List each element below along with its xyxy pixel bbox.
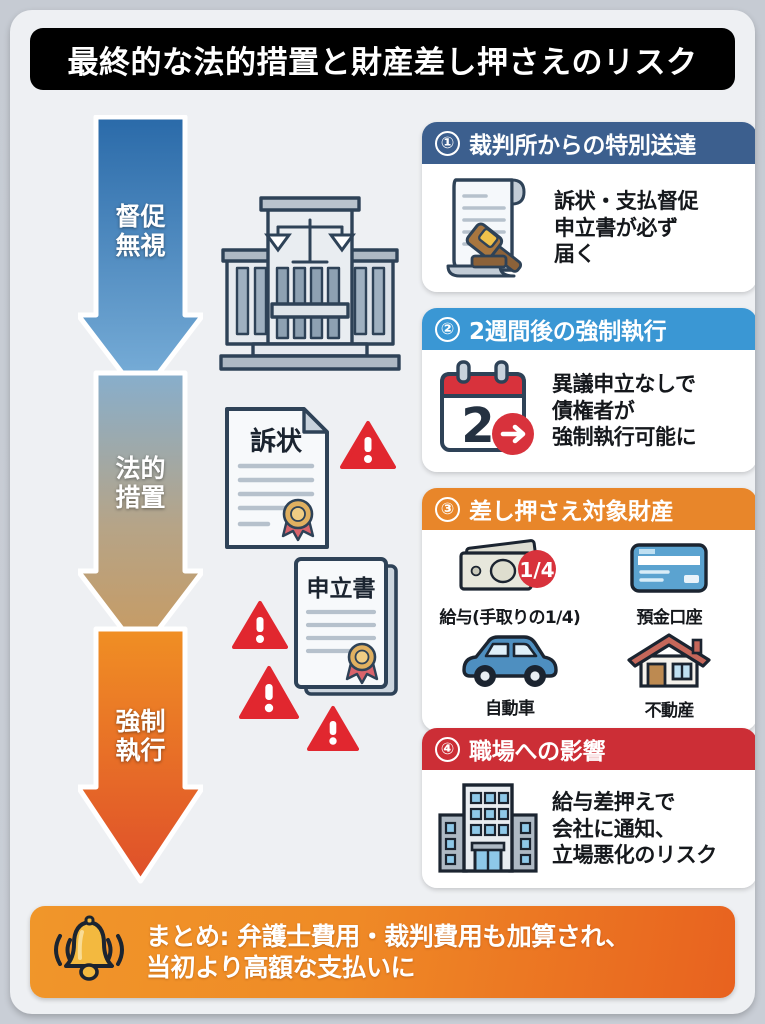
flow-arrow-segment-3 <box>75 626 206 884</box>
card-4-text: 給与差押えで 会社に通知、 立場悪化のリスク <box>552 789 717 870</box>
asset-car[interactable]: 自動車 <box>430 632 590 721</box>
summary-text-line1: まとめ: 弁護士費用・裁判費用も加算され、 <box>146 922 630 951</box>
bell-icon <box>46 914 132 990</box>
card-4-header: ④ 職場への影響 <box>422 728 755 770</box>
document-sojo: 訴状 <box>222 404 340 552</box>
card-3-header: ③ 差し押さえ対象財産 <box>422 488 755 530</box>
flow-arrow-segment-2 <box>75 370 206 656</box>
card-4-text-line3: 立場悪化のリスク <box>552 843 717 868</box>
card-2[interactable]: ② 2週間後の強制執行 2 <box>422 308 755 472</box>
warning-icon <box>238 665 300 720</box>
warning-icon <box>340 420 396 470</box>
card-2-text-line3: 強制執行可能に <box>552 425 697 450</box>
calendar-arrow-icon: 2 <box>434 358 542 464</box>
salary-fraction-badge: 1/4 <box>519 558 554 582</box>
card-2-header: ② 2週間後の強制執行 <box>422 308 755 350</box>
car-icon <box>456 632 564 692</box>
card-1-text-line1: 訴状・支払督促 <box>554 188 699 213</box>
warning-icon <box>232 600 288 650</box>
asset-car-label: 自動車 <box>485 699 535 719</box>
flow-arrow: 督促 無視 法的 措置 強制 執行 <box>75 114 206 885</box>
card-4-text-line1: 給与差押えで <box>552 789 675 814</box>
infographic-board: 最終的な法的措置と財産差し押さえのリスク <box>10 10 755 1014</box>
summary-banner: まとめ: 弁護士費用・裁判費用も加算され、 当初より高額な支払いに <box>30 906 735 998</box>
card-2-number: ② <box>435 316 460 342</box>
money-icon: 1/4 <box>451 539 569 601</box>
asset-salary-label: 給与(手取りの1/4) <box>439 608 581 628</box>
document-moushitatesho: 申立書 <box>288 556 406 704</box>
asset-real-estate-label: 不動産 <box>644 701 695 721</box>
title-bar: 最終的な法的措置と財産差し押さえのリスク <box>30 28 735 90</box>
card-1-text: 訴状・支払督促 申立書が必ず 届く <box>554 188 699 269</box>
summary-text: まとめ: 弁護士費用・裁判費用も加算され、 当初より高額な支払いに <box>146 921 630 983</box>
card-1-title: 裁判所からの特別送達 <box>469 133 697 159</box>
document-moushitatesho-label: 申立書 <box>307 575 376 602</box>
card-2-text-line2: 債権者が <box>552 398 635 423</box>
card-3-number: ③ <box>435 496 460 522</box>
page-title: 最終的な法的措置と財産差し押さえのリスク <box>67 44 698 81</box>
document-sojo-label: 訴状 <box>250 426 303 457</box>
card-1[interactable]: ① 裁判所からの特別送達 <box>422 122 755 292</box>
scroll-gavel-icon <box>434 170 544 286</box>
card-3-title: 差し押さえ対象財産 <box>469 499 674 525</box>
card-1-number: ① <box>435 130 460 156</box>
card-3[interactable]: ③ 差し押さえ対象財産 1/4 <box>422 488 755 731</box>
house-icon <box>623 632 715 694</box>
card-4[interactable]: ④ 職場への影響 <box>422 728 755 888</box>
summary-text-line2: 当初より高額な支払いに <box>146 953 416 982</box>
bank-card-icon <box>624 539 714 601</box>
card-2-title: 2週間後の強制執行 <box>469 319 667 345</box>
asset-bank-account-label: 預金口座 <box>636 608 703 628</box>
warning-icon <box>307 705 359 752</box>
card-1-body: 訴状・支払督促 申立書が必ず 届く <box>422 164 755 292</box>
card-3-asset-grid: 1/4 給与(手取りの1/4) <box>422 530 755 731</box>
card-1-text-line3: 届く <box>554 242 596 267</box>
card-1-text-line2: 申立書が必ず <box>554 215 678 240</box>
card-4-text-line2: 会社に通知、 <box>552 816 676 841</box>
asset-bank-account[interactable]: 預金口座 <box>590 539 750 628</box>
calendar-number: 2 <box>461 398 494 454</box>
card-4-body: 給与差押えで 会社に通知、 立場悪化のリスク <box>422 770 755 888</box>
asset-salary[interactable]: 1/4 給与(手取りの1/4) <box>430 539 590 628</box>
card-2-text-line1: 異議申立なしで <box>552 371 696 396</box>
card-4-title: 職場への影響 <box>469 739 606 765</box>
flow-arrow-segment-1 <box>75 114 206 400</box>
asset-real-estate[interactable]: 不動産 <box>590 632 750 721</box>
office-building-icon <box>434 777 542 881</box>
card-1-header: ① 裁判所からの特別送達 <box>422 122 755 164</box>
card-2-body: 2 異議申立なしで 債権者が 強制執行可能に <box>422 350 755 472</box>
card-2-text: 異議申立なしで 債権者が 強制執行可能に <box>552 371 697 452</box>
courthouse-icon <box>215 180 405 380</box>
card-4-number: ④ <box>435 736 460 762</box>
flow-arrow-svg <box>75 114 206 884</box>
